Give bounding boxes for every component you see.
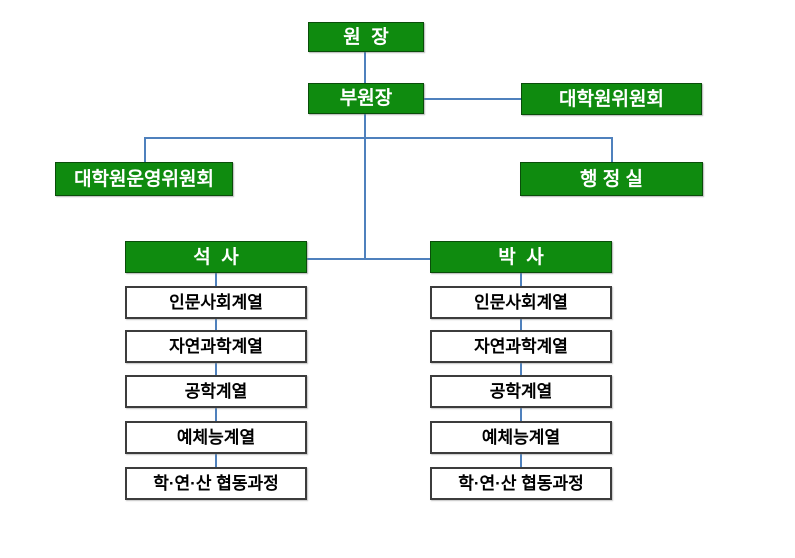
doctorate-track-humanities: 인문사회계열 xyxy=(430,286,612,319)
masters-track-engineering-label: 공학계열 xyxy=(184,382,248,401)
node-admin-office: 행 정 실 xyxy=(520,162,703,196)
connector-doctorate-track-4 xyxy=(520,408,522,421)
doctorate-track-cooperative-program-label: 학·연·산 협동과정 xyxy=(458,474,584,493)
node-graduate-committee-label: 대학원위원회 xyxy=(559,88,664,110)
connector-vice-graduate-committee xyxy=(424,98,521,100)
connector-masters-track-4 xyxy=(215,408,217,421)
node-graduate-operating-committee-label: 대학원운영위원회 xyxy=(74,168,214,190)
connector-main-horizontal xyxy=(144,137,613,139)
doctorate-track-natural-sciences: 자연과학계열 xyxy=(430,330,612,363)
connector-masters-track-2 xyxy=(215,319,217,330)
doctorate-track-engineering: 공학계열 xyxy=(430,375,612,408)
node-director-label: 원 장 xyxy=(343,26,389,48)
doctorate-track-arts-sports-label: 예체능계열 xyxy=(481,428,561,447)
masters-track-humanities-label: 인문사회계열 xyxy=(169,293,263,312)
connector-drop-operating-committee xyxy=(144,138,146,162)
connector-masters-track-1 xyxy=(215,273,217,286)
doctorate-track-cooperative-program: 학·연·산 협동과정 xyxy=(430,467,612,500)
masters-track-cooperative-program-label: 학·연·산 협동과정 xyxy=(153,474,279,493)
node-vice-director: 부원장 xyxy=(308,83,424,114)
connector-doctorate-track-2 xyxy=(520,319,522,330)
doctorate-track-engineering-label: 공학계열 xyxy=(489,382,553,401)
doctorate-track-natural-sciences-label: 자연과학계열 xyxy=(474,337,568,356)
masters-track-humanities: 인문사회계열 xyxy=(125,286,307,319)
connector-doctorate-track-3 xyxy=(520,363,522,375)
connector-central-vertical xyxy=(364,114,366,260)
node-masters: 석 사 xyxy=(125,241,307,273)
masters-track-cooperative-program: 학·연·산 협동과정 xyxy=(125,467,307,500)
node-graduate-committee: 대학원위원회 xyxy=(521,83,702,115)
connector-drop-admin-office xyxy=(611,138,613,162)
node-vice-director-label: 부원장 xyxy=(339,88,393,109)
doctorate-track-humanities-label: 인문사회계열 xyxy=(474,293,568,312)
masters-track-natural-sciences-label: 자연과학계열 xyxy=(169,337,263,356)
masters-track-natural-sciences: 자연과학계열 xyxy=(125,330,307,363)
connector-director-vice xyxy=(364,52,366,83)
masters-track-engineering: 공학계열 xyxy=(125,375,307,408)
node-graduate-operating-committee: 대학원운영위원회 xyxy=(55,162,233,196)
doctorate-track-arts-sports: 예체능계열 xyxy=(430,421,612,454)
connector-masters-track-3 xyxy=(215,363,217,375)
connector-doctorate-track-5 xyxy=(520,454,522,467)
node-masters-label: 석 사 xyxy=(193,246,239,268)
node-admin-office-label: 행 정 실 xyxy=(580,168,643,190)
node-doctorate-label: 박 사 xyxy=(498,246,544,268)
connector-masters-doctorate xyxy=(307,258,430,260)
masters-track-arts-sports: 예체능계열 xyxy=(125,421,307,454)
masters-track-arts-sports-label: 예체능계열 xyxy=(176,428,256,447)
connector-doctorate-track-1 xyxy=(520,273,522,286)
node-doctorate: 박 사 xyxy=(430,241,612,273)
node-director: 원 장 xyxy=(308,22,424,52)
connector-masters-track-5 xyxy=(215,454,217,467)
